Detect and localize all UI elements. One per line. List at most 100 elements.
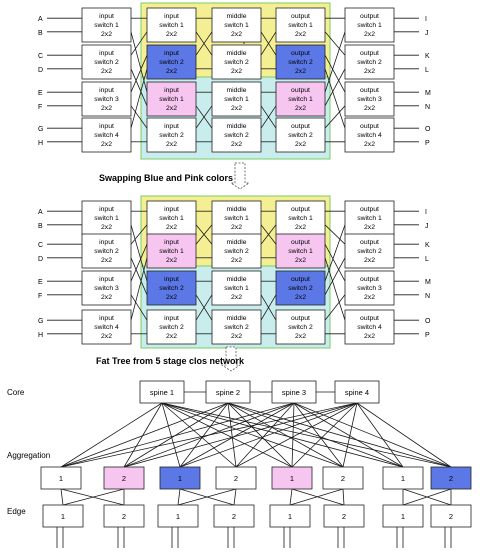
input-label-H: H (38, 140, 43, 147)
switch-text: input (164, 239, 179, 246)
stage-link (324, 224, 346, 245)
down-arrow-icon (229, 162, 251, 190)
switch-text: switch 2 (357, 59, 382, 66)
stage-link (324, 244, 346, 282)
switch-rect (344, 200, 395, 236)
switch-text: switch 1 (288, 215, 313, 222)
switch-text: switch 1 (357, 215, 382, 222)
switch-text: input (99, 13, 114, 20)
core-agg-link (60, 402, 163, 468)
stage-link (260, 31, 277, 56)
switch-text: input (99, 315, 114, 322)
input-label-G: G (38, 126, 43, 133)
aggregation-label-text: 1 (59, 474, 63, 483)
switch-text: 2x2 (364, 105, 375, 112)
core-agg-link (179, 402, 295, 468)
switch-text: switch 1 (224, 22, 249, 29)
switch-text: output (360, 276, 379, 283)
switch-rect (275, 44, 326, 80)
stage-link (324, 55, 346, 93)
stage-link (130, 244, 148, 282)
core-agg-link (293, 402, 344, 468)
aggregation-label-text: 1 (290, 474, 294, 483)
switch-rect (146, 233, 197, 269)
aggregation-label-text: 2 (449, 474, 453, 483)
switch-rect (81, 117, 132, 153)
input-label-B: B (38, 223, 43, 230)
stage-link (195, 31, 213, 56)
switch-rect (146, 44, 197, 80)
switch-text: switch 1 (288, 248, 313, 255)
switch-text: 2x2 (295, 141, 306, 148)
switch-text: switch 1 (288, 96, 313, 103)
spine-label: spine 2 (216, 388, 240, 397)
spine-label: spine 3 (282, 388, 306, 397)
agg-edge-link (342, 488, 345, 506)
spine-box: spine 1 (139, 380, 185, 404)
switch-text: 2x2 (166, 224, 177, 231)
aggregation-box: 2 (430, 466, 472, 490)
switch-text: output (360, 239, 379, 246)
switch-text: input (164, 50, 179, 57)
input-label-D: D (38, 67, 43, 74)
input-label-E: E (38, 90, 43, 97)
edge-box: 1 (382, 504, 424, 528)
switch-text: 2x2 (166, 141, 177, 148)
input-label-H: H (38, 332, 43, 339)
switch-text: switch 2 (159, 132, 184, 139)
switch-rect (211, 44, 262, 80)
switch-text: switch 1 (224, 215, 249, 222)
switch-rect (275, 7, 326, 43)
core-agg-link (293, 402, 452, 468)
switch-text: switch 2 (159, 285, 184, 292)
switch-rect (211, 81, 262, 117)
switch-text: switch 2 (224, 248, 249, 255)
switch-rect (211, 117, 262, 153)
edge-box: 2 (103, 504, 145, 528)
switch-text: output (291, 123, 310, 130)
agg-edge-link (402, 488, 452, 506)
stage-link (195, 105, 213, 129)
core-agg-link (227, 402, 404, 468)
switch-rect (81, 270, 132, 306)
switch-rect (275, 270, 326, 306)
input-label-F: F (38, 293, 42, 300)
spine-box: spine 4 (334, 380, 380, 404)
core-agg-link (235, 402, 358, 468)
switch-text: output (291, 315, 310, 322)
switch-text: switch 1 (159, 248, 184, 255)
switch-text: switch 3 (357, 96, 382, 103)
switch-text: switch 1 (159, 22, 184, 29)
input-label-C: C (38, 242, 43, 249)
switch-text: 2x2 (101, 333, 112, 340)
edge-label-text: 1 (61, 512, 65, 521)
switch-text: 2x2 (295, 257, 306, 264)
switch-text: switch 4 (357, 132, 382, 139)
switch-text: switch 2 (94, 248, 119, 255)
switch-text: switch 2 (224, 132, 249, 139)
switch-text: 2x2 (231, 141, 242, 148)
switch-rect (146, 117, 197, 153)
switch-rect (146, 7, 197, 43)
core-agg-link (227, 402, 237, 468)
switch-text: 2x2 (364, 141, 375, 148)
switch-rect (344, 81, 395, 117)
switch-text: input (164, 276, 179, 283)
stage-link (130, 31, 148, 56)
switch-rect (211, 270, 262, 306)
aggregation-label-text: 2 (234, 474, 238, 483)
switch-text: input (164, 13, 179, 20)
switch-rect (81, 309, 132, 345)
switch-text: 2x2 (101, 105, 112, 112)
stage-link (130, 105, 148, 129)
switch-text: output (291, 13, 310, 20)
